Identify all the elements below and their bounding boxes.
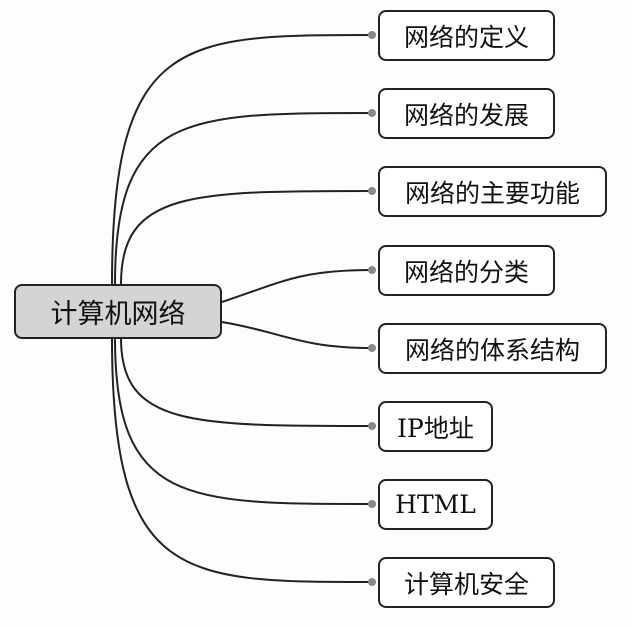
child-node[interactable]: HTML	[378, 479, 493, 530]
connector-dot	[368, 422, 376, 430]
connector-line	[221, 321, 373, 349]
connector-dot	[368, 578, 376, 586]
connector-line	[114, 112, 373, 285]
child-node[interactable]: 网络的发展	[378, 88, 555, 139]
connector-dot	[368, 187, 376, 195]
connector-line	[111, 34, 373, 285]
child-node[interactable]: IP地址	[378, 401, 493, 452]
child-node[interactable]: 网络的体系结构	[378, 323, 607, 374]
connector-line	[120, 190, 373, 285]
central-node[interactable]: 计算机网络	[14, 284, 222, 339]
connector-dot	[368, 109, 376, 117]
connector-line	[221, 269, 373, 303]
connector-line	[120, 337, 373, 427]
connector-dot	[368, 500, 376, 508]
child-node[interactable]: 计算机安全	[378, 557, 555, 608]
connector-line	[111, 337, 373, 583]
child-node[interactable]: 网络的主要功能	[378, 166, 607, 217]
connector-dot	[368, 31, 376, 39]
connector-dot	[368, 266, 376, 274]
child-node[interactable]: 网络的分类	[378, 245, 555, 296]
child-node[interactable]: 网络的定义	[378, 10, 555, 61]
connector-dot	[368, 344, 376, 352]
connector-line	[114, 337, 373, 505]
